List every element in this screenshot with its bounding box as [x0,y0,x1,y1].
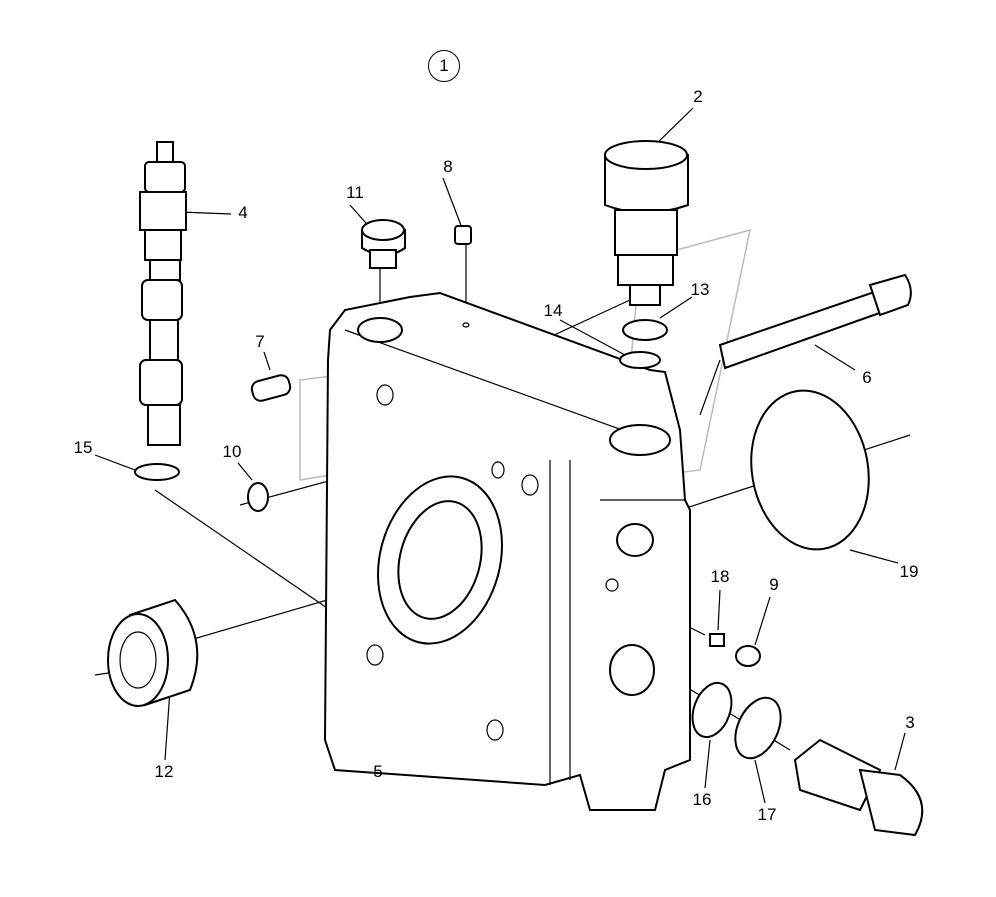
plug-part-8 [454,225,472,245]
part-label-3: 3 [905,713,915,732]
part-label-6: 6 [862,368,872,387]
bearing-part-12 [107,598,199,707]
washer-part-16 [691,681,733,739]
assembly-number-badge: 1 [428,50,460,82]
pressure-valve-part-2 [604,140,689,306]
part-label-8: 8 [443,157,453,176]
part-label-14: 14 [543,301,563,320]
part-label-17: 17 [757,805,777,824]
bolt-part-6 [718,273,912,370]
washer-part-13 [622,319,668,341]
plug-part-11 [361,219,406,269]
part-label-16: 16 [692,790,712,809]
pin-part-7 [250,374,292,402]
part-label-12: 12 [154,762,174,781]
plug-part-18 [709,633,725,647]
o-ring-part-14 [619,351,661,369]
part-label-18: 18 [710,567,730,586]
part-label-5: 5 [373,762,383,781]
o-ring-part-10 [247,482,269,512]
valve-cartridge-part-4 [134,141,187,481]
part-label-19: 19 [899,562,919,581]
part-label-9: 9 [769,575,779,594]
relief-valve-part-3 [793,738,924,837]
o-ring-part-17 [734,696,782,760]
part-label-11: 11 [346,183,364,202]
part-label-15: 15 [73,438,93,457]
part-label-13: 13 [690,280,710,299]
pump-housing-part-5 [323,291,691,811]
o-ring-part-19 [750,389,870,551]
part-label-10: 10 [222,442,242,461]
part-label-7: 7 [255,332,265,351]
part-label-4: 4 [238,203,248,222]
part-label-2: 2 [693,87,703,106]
plug-part-9 [735,645,761,667]
